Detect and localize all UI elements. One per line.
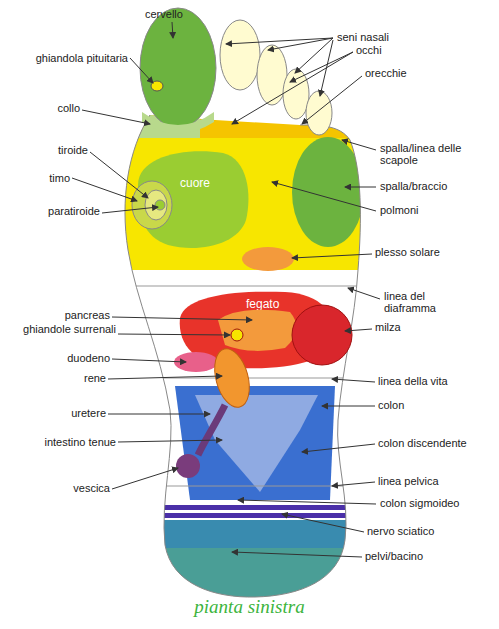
organ-label: intestino tenue xyxy=(10,436,116,448)
organ-label: tiroide xyxy=(20,144,88,156)
region-outline xyxy=(128,145,253,253)
organ-label: plesso solare xyxy=(375,246,475,258)
organ-label: vescica xyxy=(20,482,110,494)
organ-label: rene xyxy=(20,372,106,384)
organ-label: pelvi/bacino xyxy=(365,550,475,562)
organ-label: pancreas xyxy=(20,309,110,321)
organ-region: fegato xyxy=(175,288,340,373)
organ-label: ghiandole surrenali xyxy=(20,323,116,335)
organ-region: cuore xyxy=(128,145,253,253)
organ-label: nervo sciatico xyxy=(367,525,477,537)
organ-label: polmoni xyxy=(380,204,460,216)
organ-label: linea pelvica xyxy=(378,475,478,487)
organ-label: spalla/linea delle scapole xyxy=(380,142,480,166)
organ-label: seni nasali xyxy=(337,31,417,43)
organ-label: ghiandola pituitaria xyxy=(8,52,128,64)
organ-label: timo xyxy=(20,172,70,184)
organ-label: colon discendente xyxy=(378,437,488,449)
organ-label: orecchie xyxy=(365,67,445,79)
organ-label: colon xyxy=(378,399,438,411)
organ-label: linea della vita xyxy=(378,375,478,387)
organ-label: linea del diaframma xyxy=(384,290,464,314)
organ-label: duodeno xyxy=(20,352,110,364)
organ-label: colon sigmoideo xyxy=(380,497,490,509)
region-name: fegato xyxy=(246,297,279,311)
organ-label: paratiroide xyxy=(20,205,100,217)
organ-label: spalla/braccio xyxy=(380,180,480,192)
region-name: cuore xyxy=(180,176,210,190)
organ-label: milza xyxy=(375,321,435,333)
caption: pianta sinistra xyxy=(0,596,499,618)
organ-label: collo xyxy=(20,102,80,114)
organ-label: cervello xyxy=(145,8,205,20)
organ-label: uretere xyxy=(20,407,106,419)
organ-label: occhi xyxy=(356,44,416,56)
